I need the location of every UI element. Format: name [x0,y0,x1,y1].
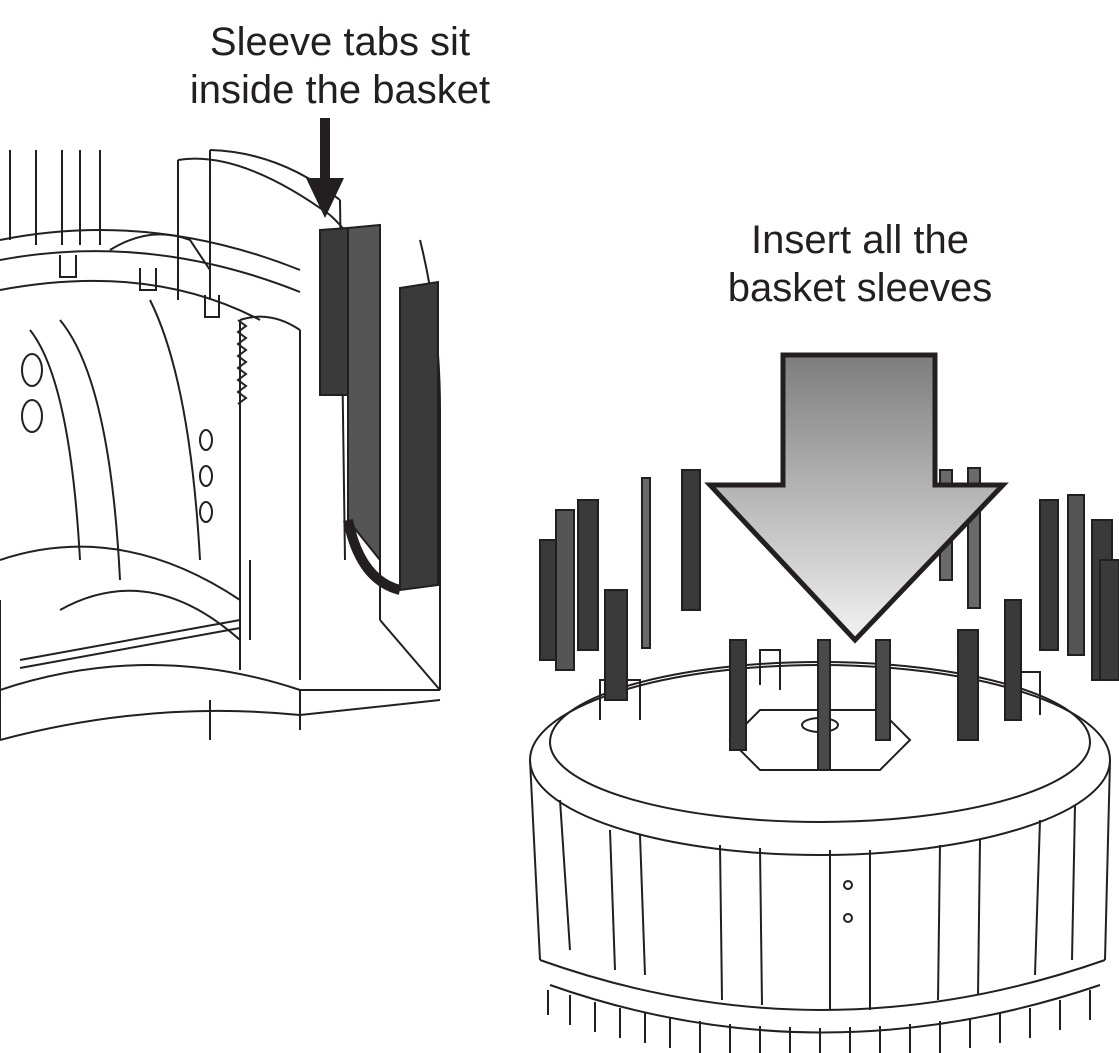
callout-sleeve-tabs-line1: Sleeve tabs sit [209,20,471,64]
callout-sleeve-tabs: Sleeve tabs sit inside the basket [150,18,530,114]
callout-insert-sleeves-line2: basket sleeves [727,266,993,310]
large-down-arrow-icon [704,352,1009,644]
callout-sleeve-tabs-line2: inside the basket [189,68,491,112]
callout-insert-sleeves: Insert all the basket sleeves [680,216,1040,312]
callout-insert-sleeves-line1: Insert all the [751,218,969,262]
basket-closeup-view [0,149,441,741]
basket-sleeves [539,467,1119,771]
sleeve-tab-closeup [319,223,439,595]
down-arrow-icon [306,118,344,218]
